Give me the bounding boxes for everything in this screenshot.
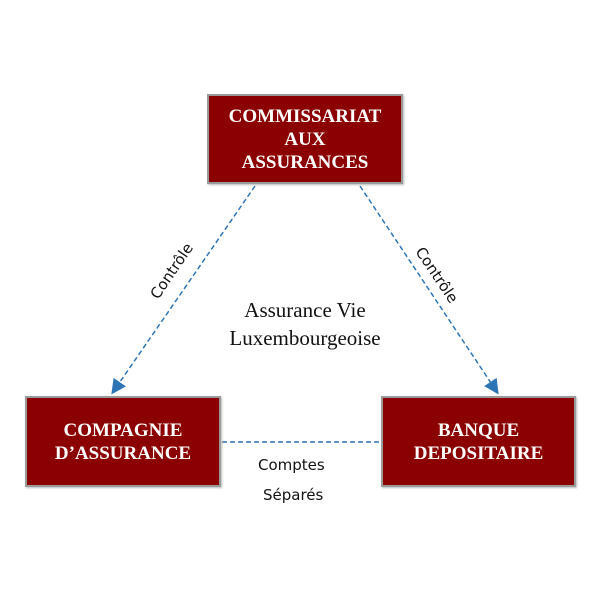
center-title-line: Luxembourgeoise (229, 326, 381, 350)
node-line: BANQUE (437, 419, 520, 441)
edge-label-bottom-1: Comptes (258, 456, 325, 474)
edge-label-bottom-2: Séparés (263, 486, 324, 504)
center-title: Assurance Vie Luxembourgeoise (200, 296, 410, 352)
node-line: COMMISSARIAT (228, 105, 382, 127)
control-arrow-left (111, 185, 256, 395)
node-line: DEPOSITAIRE (413, 442, 544, 464)
center-title-line: Assurance Vie (244, 298, 366, 322)
node-line: ASSURANCES (241, 151, 369, 173)
node-line: COMPAGNIE (63, 419, 183, 441)
node-line: AUX (284, 128, 326, 150)
control-arrow-right (359, 185, 499, 395)
node-line: D’ASSURANCE (54, 442, 192, 464)
